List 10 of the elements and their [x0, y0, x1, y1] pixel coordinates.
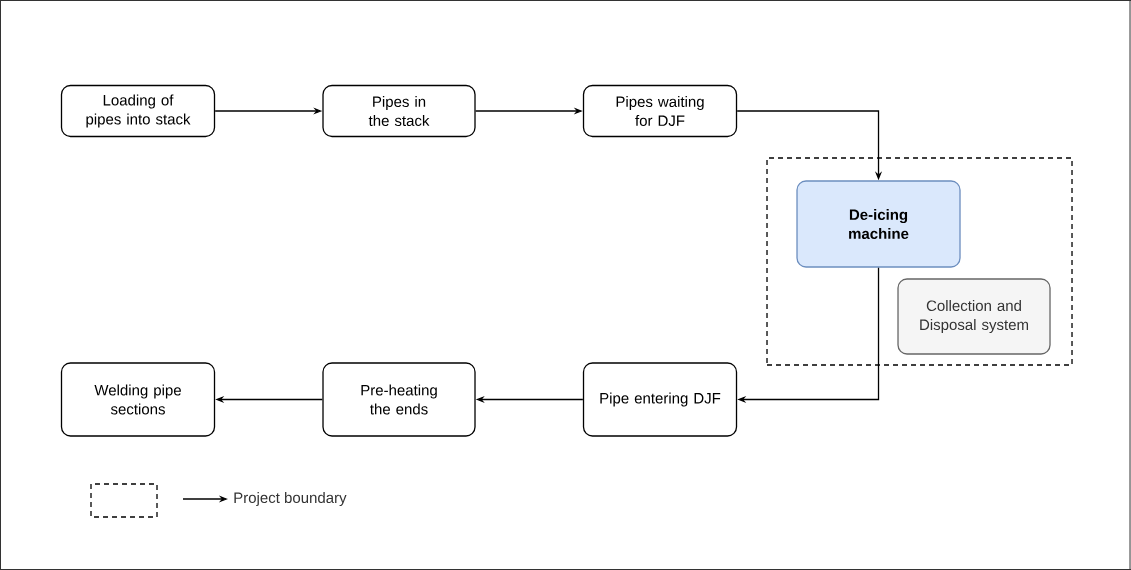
machine-box: De-icing machine [796, 180, 961, 268]
process-box: Loading of pipes into stack [60, 84, 216, 138]
project-boundary [766, 157, 1073, 366]
process-box: Welding pipe sections [60, 362, 216, 437]
process-box: Pipe entering DJF [582, 362, 738, 437]
system-box: Collection and Disposal system [897, 278, 1051, 355]
process-box: Pipes waiting for DJF [582, 84, 738, 138]
process-box: Pipes in the stack [322, 84, 476, 138]
legend-label: Project boundary [234, 492, 347, 506]
process-box: Pre-heating the ends [322, 362, 476, 437]
